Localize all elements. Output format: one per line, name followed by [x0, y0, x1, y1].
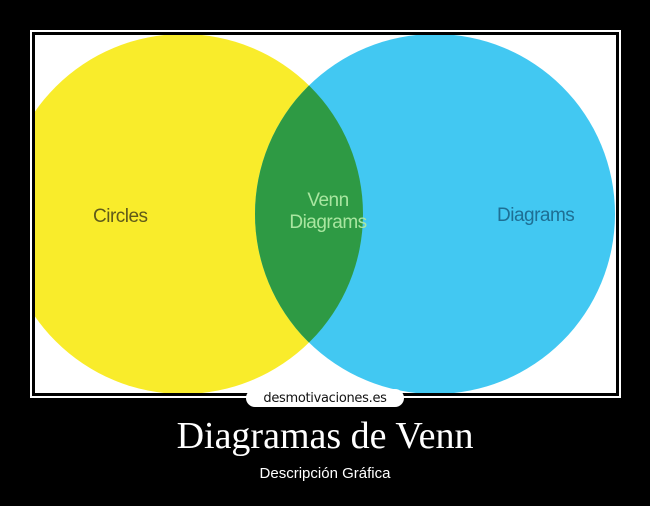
label-venn: Venn	[307, 190, 348, 211]
venn-diagram-image: Circles Venn Diagrams Diagrams	[35, 35, 616, 393]
label-diagrams: Diagrams	[497, 205, 574, 226]
circle-right	[255, 35, 615, 393]
poster-title: Diagramas de Venn	[176, 415, 474, 457]
label-venn-diagrams: Diagrams	[289, 212, 366, 233]
label-circles: Circles	[93, 206, 148, 227]
poster-frame: Circles Venn Diagrams Diagrams	[30, 30, 621, 398]
poster-subtitle: Descripción Gráfica	[259, 465, 391, 482]
venn-diagram: Circles Venn Diagrams Diagrams	[35, 35, 615, 393]
watermark-badge: desmotivaciones.es	[246, 389, 404, 407]
